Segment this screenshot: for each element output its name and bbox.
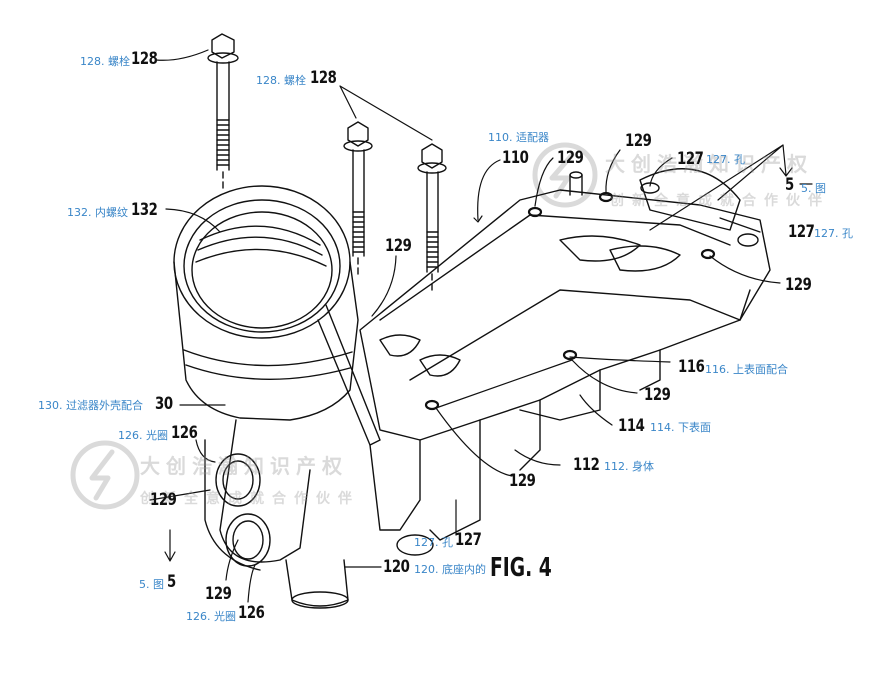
filter-housing — [173, 185, 381, 609]
ref-base: 120 — [383, 557, 410, 577]
label-cn-lower-surface: 114. 下表面 — [650, 421, 711, 434]
ref-bolt-left: 128 — [131, 49, 158, 69]
leader-lines — [149, 49, 813, 603]
watermark-logo-icon — [70, 142, 598, 510]
seal-rings — [424, 191, 716, 411]
watermark-line1: 大创浩瀚知识产权 — [605, 152, 813, 176]
figure-title: FIG. 4 — [490, 553, 552, 583]
label-cn-boss-top: 126. 光圈 — [118, 429, 168, 442]
label-cn-body: 112. 身体 — [604, 460, 654, 473]
ref-hole-right: 127 — [788, 222, 815, 242]
ref-upper-surface: 116 — [678, 357, 705, 377]
label-cn-section-bottom: 5. 图 — [139, 578, 164, 591]
ref-seal: 129 — [644, 385, 671, 405]
ref-seal: 129 — [557, 148, 584, 168]
ref-bolt-mid: 128 — [310, 68, 337, 88]
label-cn-boss-bottom: 126. 光圈 — [186, 610, 236, 623]
label-cn-bolt-mid: 128. 螺栓 — [256, 74, 306, 87]
adapter-body — [359, 168, 771, 556]
side-bosses — [204, 439, 271, 571]
label-cn-upper-surface: 116. 上表面配合 — [705, 363, 788, 376]
ref-seal: 129 — [785, 275, 812, 295]
ref-lower-surface: 114 — [618, 416, 645, 436]
label-cn-hole-bottom: 127. 孔 — [414, 536, 453, 549]
bolt-left — [207, 33, 239, 171]
label-cn-hole-right: 127. 孔 — [814, 227, 853, 240]
ref-section-bottom: 5 — [167, 572, 176, 592]
label-cn-bolt-left: 128. 螺栓 — [80, 55, 130, 68]
ref-hole-bottom: 127 — [455, 530, 482, 550]
ref-seal: 129 — [385, 236, 412, 256]
ref-boss-top: 126 — [171, 423, 198, 443]
watermark-line2: 创新全意成就合作伙伴 — [140, 491, 360, 507]
watermark-line2: 创新全意成就合作伙伴 — [610, 193, 830, 209]
label-cn-hole-top: 127. 孔 — [706, 153, 745, 166]
ref-seal: 129 — [205, 584, 232, 604]
ref-boss-bottom: 126 — [238, 603, 265, 623]
ref-seal: 129 — [509, 471, 536, 491]
label-cn-adapter: 110. 适配器 — [488, 131, 549, 144]
label-cn-thread: 132. 内螺纹 — [67, 206, 128, 219]
watermark-line1: 大创浩瀚知识产权 — [140, 454, 348, 478]
ref-thread: 132 — [131, 200, 158, 220]
bolt-middle — [343, 121, 373, 257]
ref-body: 112 — [573, 455, 600, 475]
bolt-centerlines — [222, 171, 433, 291]
bolt-right — [417, 143, 447, 273]
ref-hole-top: 127 — [677, 149, 704, 169]
ref-seal: 129 — [150, 490, 177, 510]
label-cn-filter-housing: 130. 过滤器外壳配合 — [38, 399, 143, 412]
ref-adapter: 110 — [502, 148, 529, 168]
ref-seal: 129 — [625, 131, 652, 151]
ref-filter-housing: 30 — [155, 394, 173, 414]
ref-section-top: 5 — [785, 175, 794, 195]
label-cn-base: 120. 底座内的 — [414, 563, 486, 576]
label-cn-section-top: 5. 图 — [801, 182, 826, 195]
